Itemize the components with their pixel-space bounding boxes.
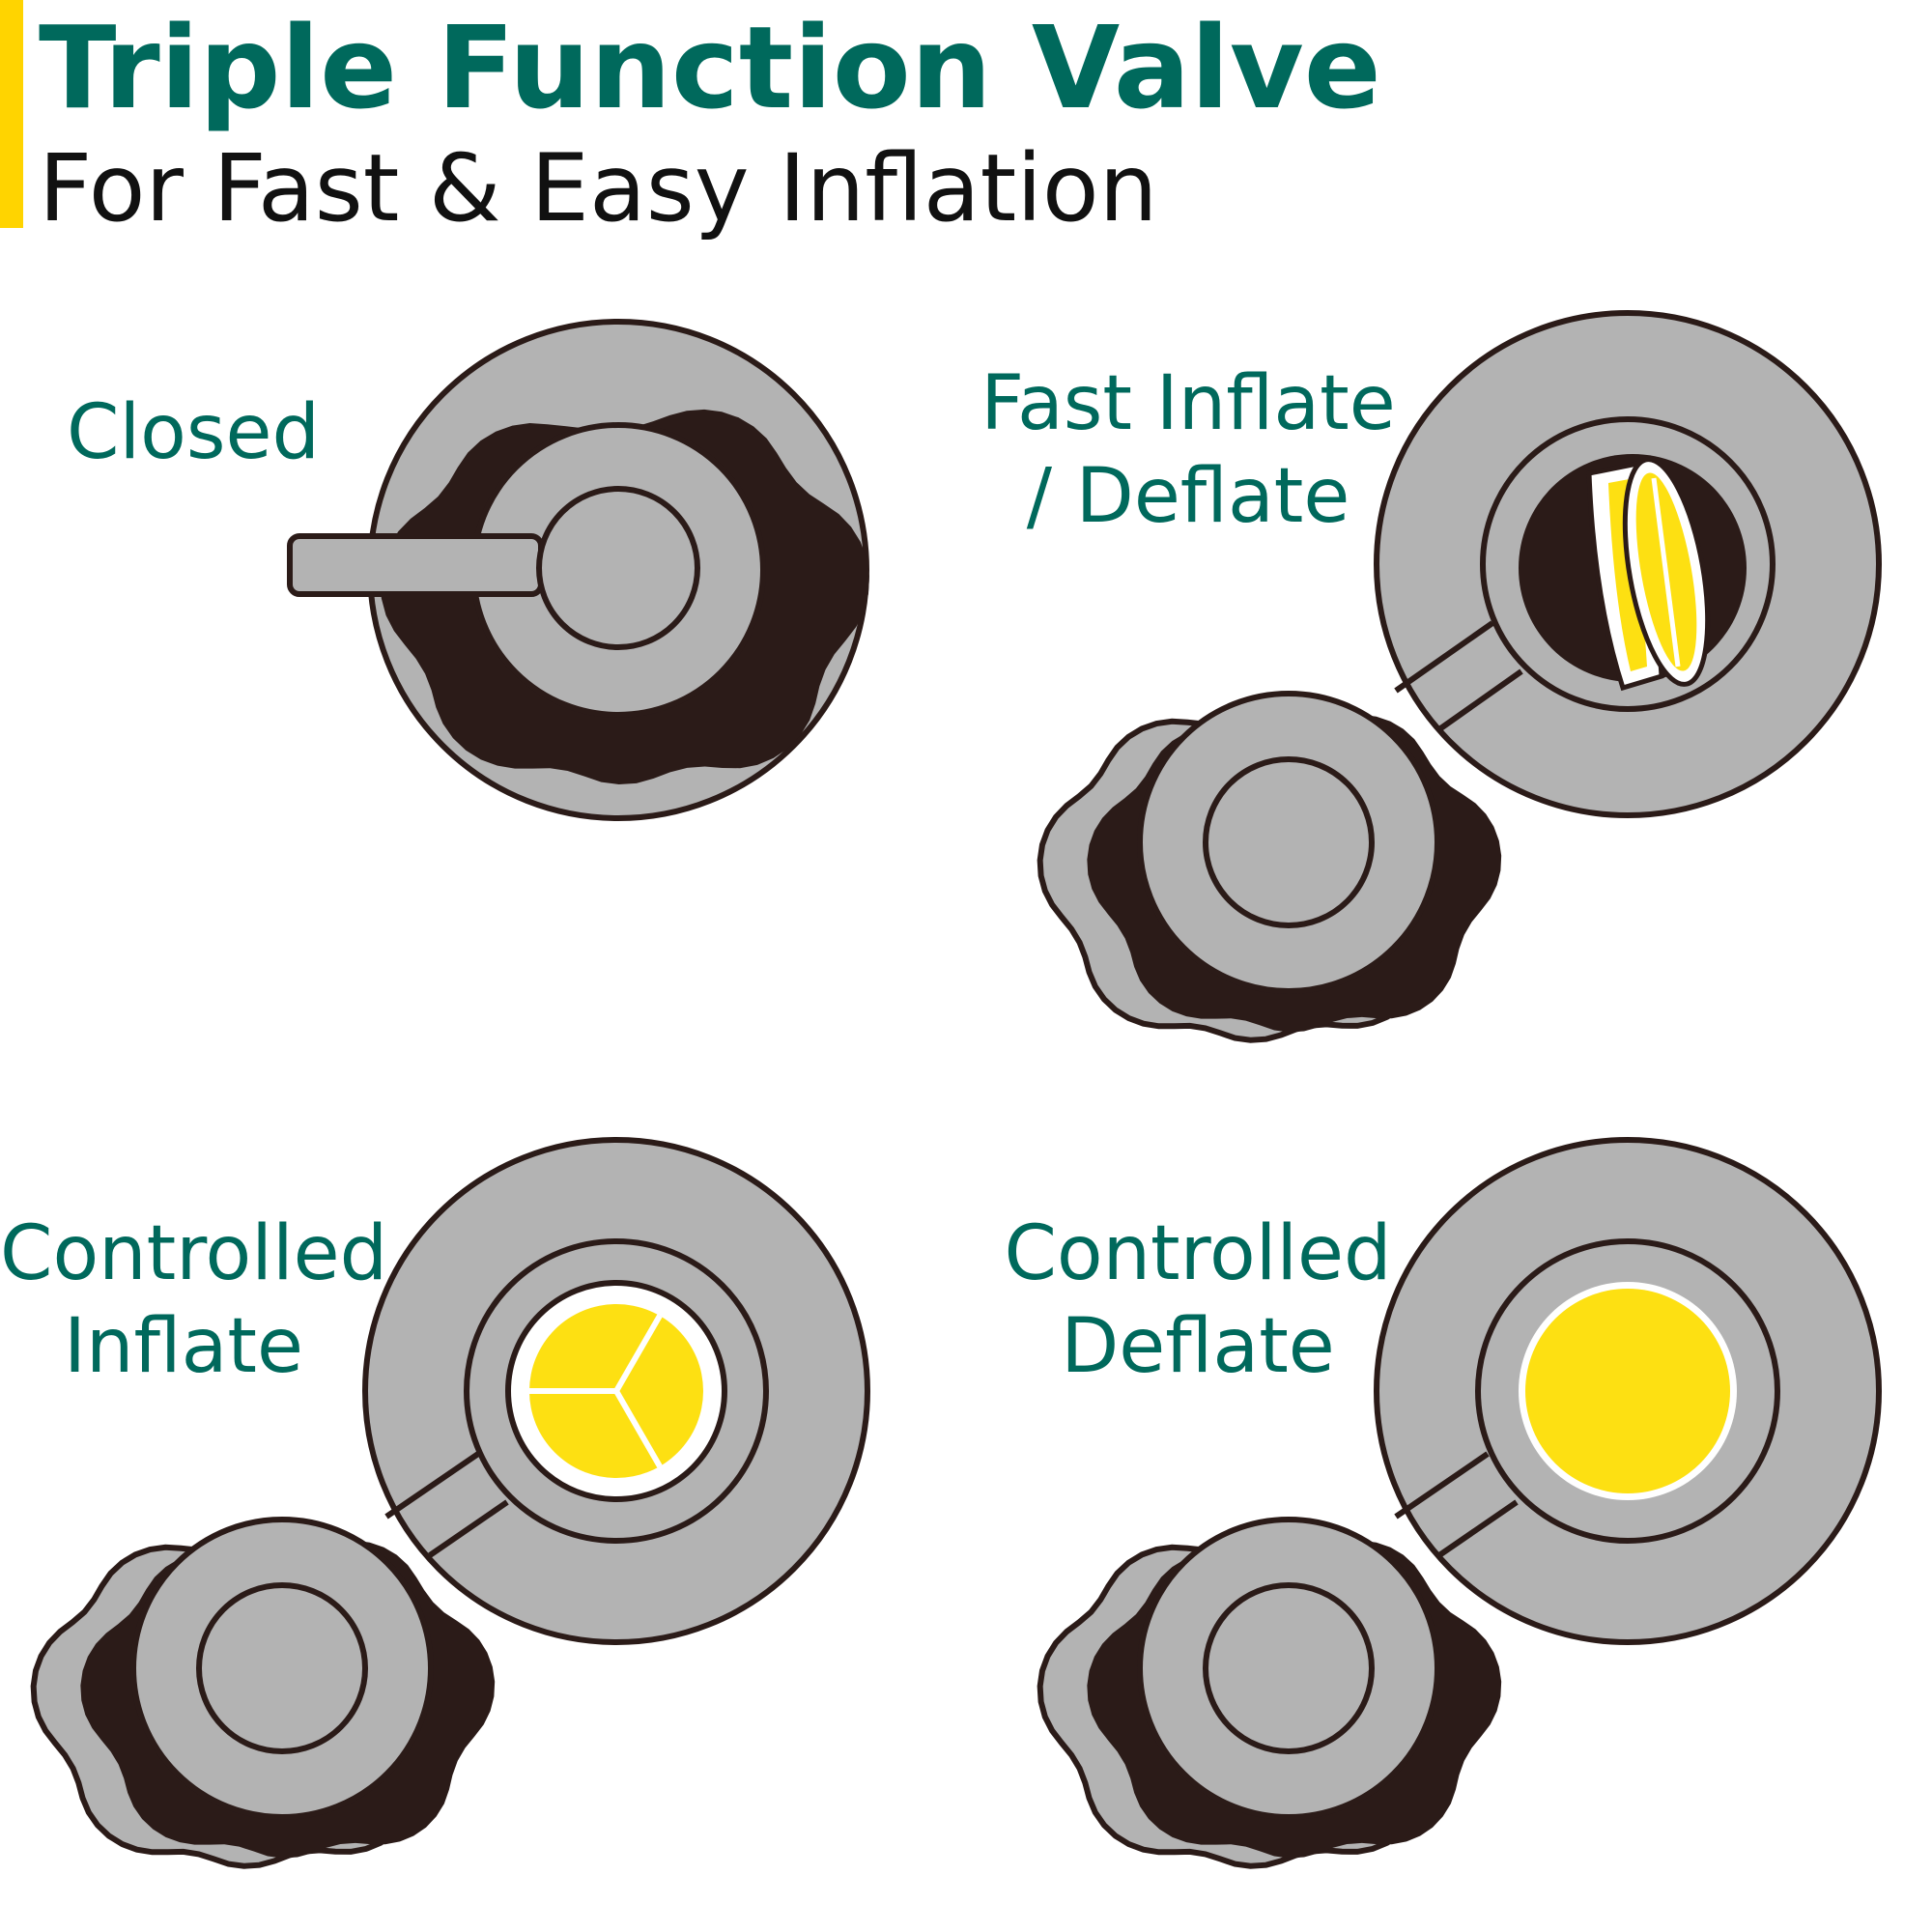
cap-center xyxy=(196,1582,368,1754)
strap-line-bottom xyxy=(1437,668,1523,732)
cap-center xyxy=(1203,1582,1375,1754)
strap-line-top xyxy=(1394,620,1494,694)
accent-bar xyxy=(0,0,23,228)
page-title: Triple Function Valve xyxy=(39,1,1381,134)
cap-center xyxy=(1203,756,1375,928)
label-closed: Closed xyxy=(67,389,320,476)
valve-controlled-inflate xyxy=(34,1137,870,1866)
valve-spoke-3 xyxy=(613,1389,663,1468)
valve-closed xyxy=(287,319,869,821)
cap-strap xyxy=(287,533,544,597)
strap-line-top xyxy=(384,1451,480,1520)
valve-spoke-2 xyxy=(613,1314,663,1393)
valve-disc xyxy=(1525,1289,1730,1493)
valve-controlled-deflate xyxy=(1040,1137,1882,1866)
strap-line-bottom xyxy=(428,1499,509,1558)
strap-line-top xyxy=(1394,1451,1490,1520)
valve-flap-spoke xyxy=(1651,477,1681,668)
label-controlled-deflate: Controlled Deflate xyxy=(1004,1210,1392,1390)
valve-fast xyxy=(1040,310,1882,1040)
strap-line-bottom xyxy=(1437,1499,1519,1558)
cap-center xyxy=(536,486,700,650)
page-subtitle: For Fast & Easy Inflation xyxy=(39,134,1158,242)
label-fast-inflate-deflate: Fast Inflate / Deflate xyxy=(980,360,1396,540)
label-controlled-inflate: Controlled Inflate xyxy=(0,1210,388,1390)
